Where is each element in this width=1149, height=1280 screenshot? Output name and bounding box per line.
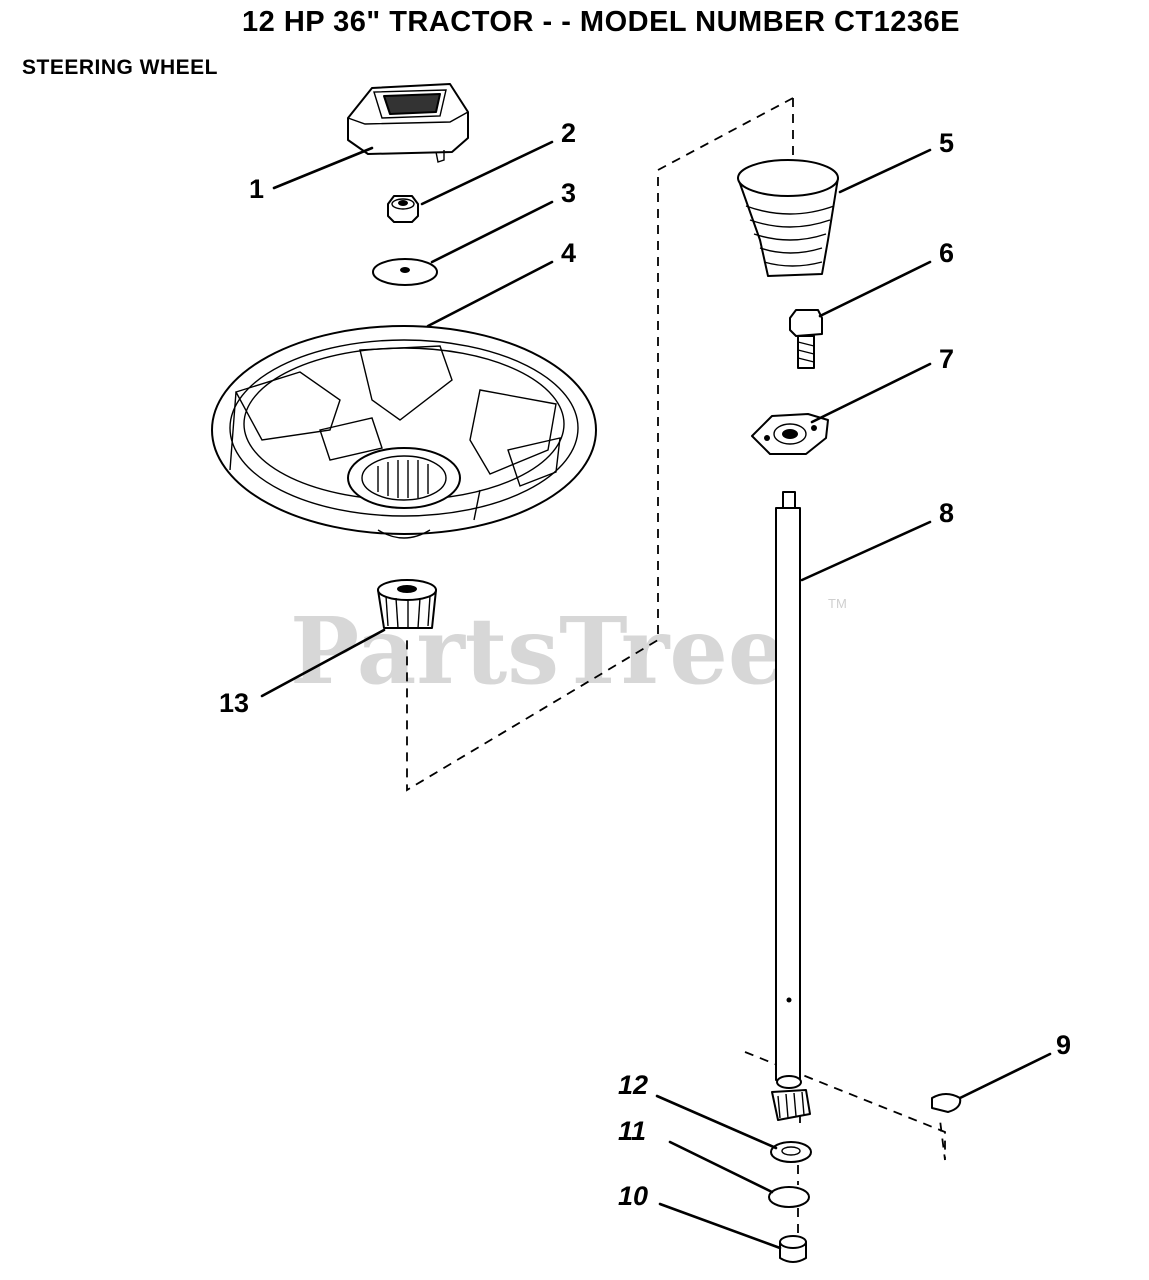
- part-number-7: 7: [939, 344, 954, 374]
- part-number-1: 1: [249, 174, 264, 204]
- part-number-11: 11: [618, 1116, 646, 1146]
- part-number-8: 8: [939, 498, 954, 528]
- leader-lines: [260, 140, 1052, 1250]
- diagram-title: 12 HP 36" TRACTOR - - MODEL NUMBER CT123…: [242, 6, 961, 38]
- part-number-5: 5: [939, 128, 954, 158]
- nut-icon: [387, 195, 419, 223]
- part-number-6: 6: [939, 238, 954, 268]
- steering-wheel-icon: [211, 325, 597, 539]
- key-icon: [931, 1093, 962, 1113]
- retaining-ring-icon: [768, 1186, 810, 1208]
- part-number-2: 2: [561, 118, 576, 148]
- steering-shaft-icon: [771, 491, 811, 1121]
- part-number-12: 12: [618, 1070, 648, 1100]
- adapter-hub-icon: [377, 579, 437, 629]
- part-number-9: 9: [1056, 1030, 1071, 1060]
- part-number-4: 4: [561, 238, 576, 268]
- part-numbers: 1 2 3 4 5 6 7 8 9 10 11 12 13: [219, 118, 1071, 1211]
- bolt-icon: [789, 309, 823, 369]
- watermark-tm: TM: [828, 596, 847, 611]
- washer-icon: [372, 258, 438, 286]
- bellows-boot-icon: [737, 159, 839, 277]
- watermark: PartsTree: [290, 597, 786, 705]
- steering-wheel-cap-icon: [347, 83, 469, 163]
- section-title: STEERING WHEEL: [22, 56, 219, 79]
- part-number-10: 10: [618, 1181, 648, 1211]
- flange-bracket-icon: [751, 413, 829, 455]
- part-number-13: 13: [219, 688, 249, 718]
- small-washer-icon: [770, 1141, 812, 1163]
- bushing-icon: [779, 1235, 807, 1263]
- part-number-3: 3: [561, 178, 576, 208]
